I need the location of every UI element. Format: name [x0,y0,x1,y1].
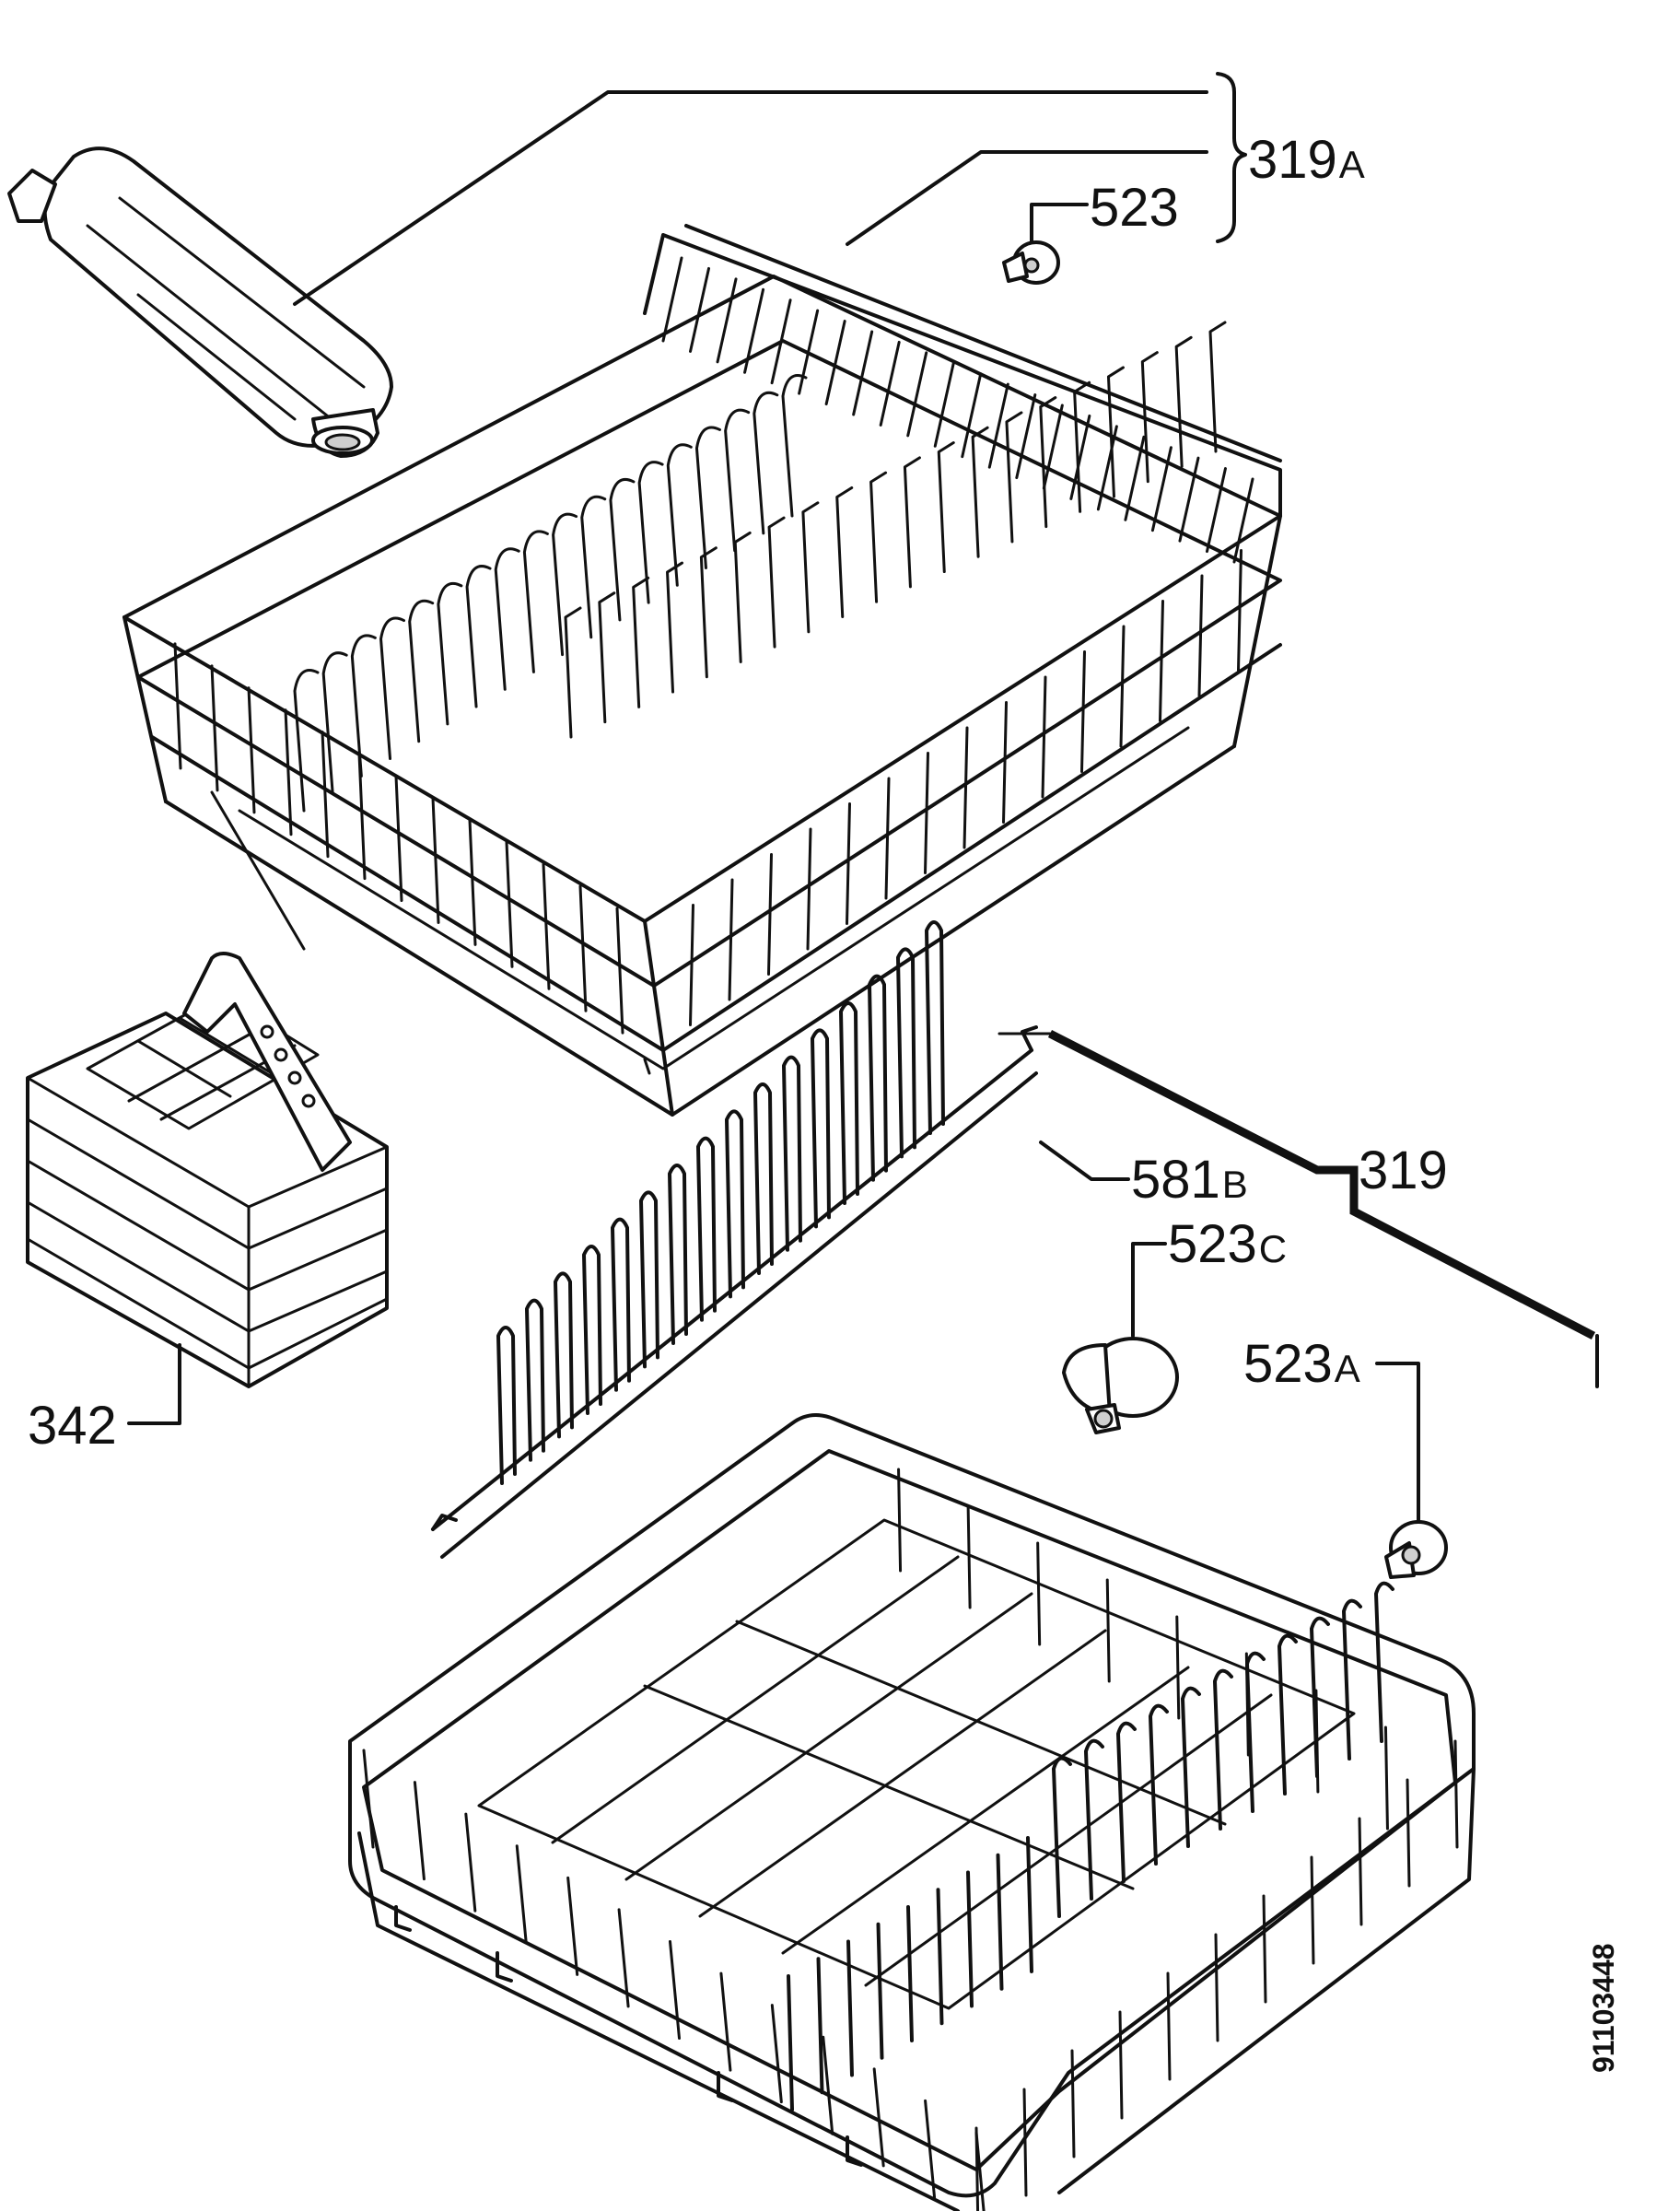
plate-rack-part[interactable] [431,920,1038,1559]
cutlery-basket-part[interactable] [26,952,389,1388]
label-523a: 523A [1243,1334,1360,1394]
label-523: 523 [1090,178,1179,238]
wheel-523-part[interactable] [1002,240,1060,285]
upper-basket-part[interactable] [122,224,1282,1117]
leader-lines [127,72,1599,1522]
lower-basket-part[interactable] [348,1413,1476,2211]
label-319: 319 [1359,1141,1448,1200]
wheel-523a-part[interactable] [1384,1520,1448,1579]
spray-arm-part[interactable] [7,146,393,458]
drawing-number: 91103448 [1587,1943,1620,2073]
label-342: 342 [28,1396,117,1456]
label-581b: 581B [1131,1150,1248,1210]
wheel-523c-part[interactable] [1062,1337,1179,1434]
label-523c: 523C [1168,1214,1287,1274]
label-319a: 319A [1248,130,1365,190]
